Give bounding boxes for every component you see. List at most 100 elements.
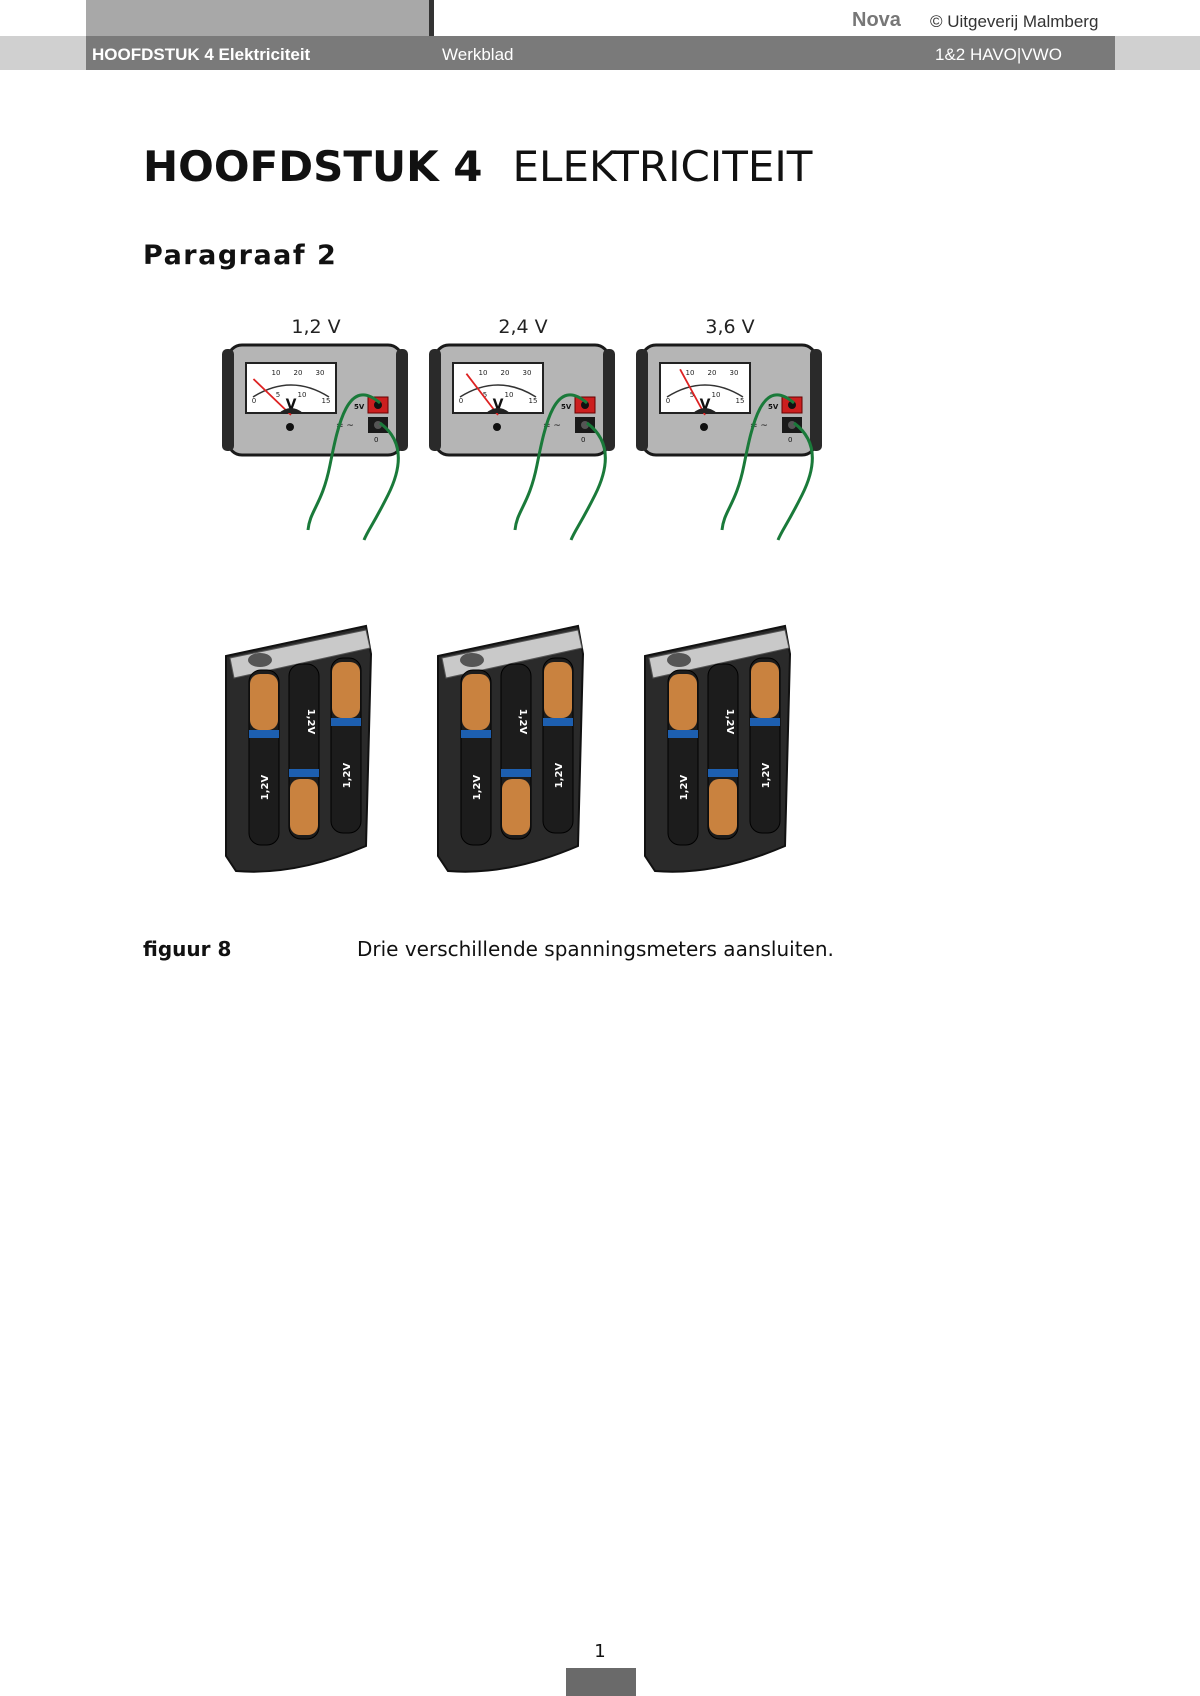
dial-tick-label: 5 [483,391,487,399]
cell-band [750,718,780,726]
dial-needle [465,373,499,416]
test-lead [362,421,400,541]
cell-copper-end [290,779,318,835]
cell-band [331,718,361,726]
header-bar-left [0,36,86,70]
dial-tick-label: 30 [730,369,739,377]
dial-arc [252,384,330,398]
meter-side-left [429,349,441,451]
cell-copper-end [709,779,737,835]
battery-cell: 1,2V [248,669,280,846]
page-title: HOOFDSTUK 4 ELEKTRICITEIT [143,142,812,191]
battery-cell: 1,2V [749,657,781,834]
meter-side-right [396,349,408,451]
zero-adjust-knob [286,423,294,431]
mode-switch-label: = ~ [336,421,354,431]
holder-hole [248,653,272,667]
dial-tick-label: 10 [505,391,514,399]
dial-tick-label: 15 [736,397,745,405]
battery-cell: 1,2V [288,663,320,840]
meter-dial [452,362,544,414]
test-lead [569,421,607,541]
terminal-label: 5V [768,403,779,411]
meter-side-left [222,349,234,451]
cell-voltage-label: 1,2V [724,709,735,735]
mode-switch-label: = ~ [750,421,768,431]
battery-holder: 1,2V 1,2V 1,2V [644,624,792,873]
terminal-label: 5V [354,403,365,411]
dial-unit: V [700,397,711,413]
page-number: 1 [594,1641,606,1662]
test-lead [776,421,814,541]
dial-tick-label: 30 [316,369,325,377]
test-lead [513,393,588,531]
voltmeter-reading-label: 1,2 V [291,316,340,338]
dial-tick-label: 10 [712,391,721,399]
brand-name: Nova [852,9,901,31]
cell-band [461,730,491,738]
dial-tick-label: 10 [479,369,488,377]
dial-tick-label: 0 [252,397,256,405]
title-subject: ELEKTRICITEIT [512,142,813,191]
dial-tick-label: 0 [666,397,670,405]
dial-tick-label: 0 [459,397,463,405]
section-heading: Paragraaf 2 [143,240,338,271]
title-chapter: HOOFDSTUK 4 [143,142,483,191]
test-lead [306,393,381,531]
cell-voltage-label: 1,2V [517,709,528,735]
meter-side-left [636,349,648,451]
battery-cell: 1,2V [500,663,532,840]
copyright-notice: © Uitgeverij Malmberg [930,12,1099,31]
cell-voltage-label: 1,2V [554,763,565,789]
cell-voltage-label: 1,2V [679,775,690,801]
cell-copper-end [250,674,278,730]
zero-adjust-knob [493,423,501,431]
battery-cell: 1,2V [667,669,699,846]
dial-tick-label: 20 [708,369,717,377]
footer-tab [566,1668,636,1696]
cell-band [501,769,531,777]
cell-voltage-label: 1,2V [342,763,353,789]
battery-cell: 1,2V [542,657,574,834]
dial-tick-label: 15 [322,397,331,405]
dial-tick-label: 30 [523,369,532,377]
header-top-block [86,0,429,36]
battery-holder: 1,2V 1,2V 1,2V [437,624,585,873]
terminal-label: 0 [374,436,378,444]
dial-tick-label: 20 [501,369,510,377]
dial-unit: V [286,397,297,413]
cell-copper-end [544,662,572,718]
holder-hole [667,653,691,667]
dial-arc [459,384,537,398]
battery-cell: 1,2V [707,663,739,840]
figure-number: figuur 8 [143,937,232,961]
battery-cell: 1,2V [330,657,362,834]
dial-tick-label: 5 [276,391,280,399]
dial-unit: V [493,397,504,413]
cell-voltage-label: 1,2V [260,775,271,801]
dial-pivot [693,408,717,413]
battery-holder: 1,2V 1,2V 1,2V [225,624,373,873]
meter-dial [245,362,337,414]
battery-cell: 1,2V [460,669,492,846]
dial-needle [252,378,292,416]
cell-band [708,769,738,777]
header-doc-type: Werkblad [442,45,514,64]
cell-copper-end [462,674,490,730]
dial-tick-label: 20 [294,369,303,377]
test-lead [720,393,795,531]
zero-adjust-knob [700,423,708,431]
dial-pivot [486,408,510,413]
dial-tick-label: 5 [690,391,694,399]
terminal-label: 5V [561,403,572,411]
meter-side-right [810,349,822,451]
cell-band [543,718,573,726]
cell-band [668,730,698,738]
cell-voltage-label: 1,2V [472,775,483,801]
terminal-label: 0 [788,436,792,444]
holder-hole [460,653,484,667]
voltmeter-reading-label: 3,6 V [705,316,754,338]
